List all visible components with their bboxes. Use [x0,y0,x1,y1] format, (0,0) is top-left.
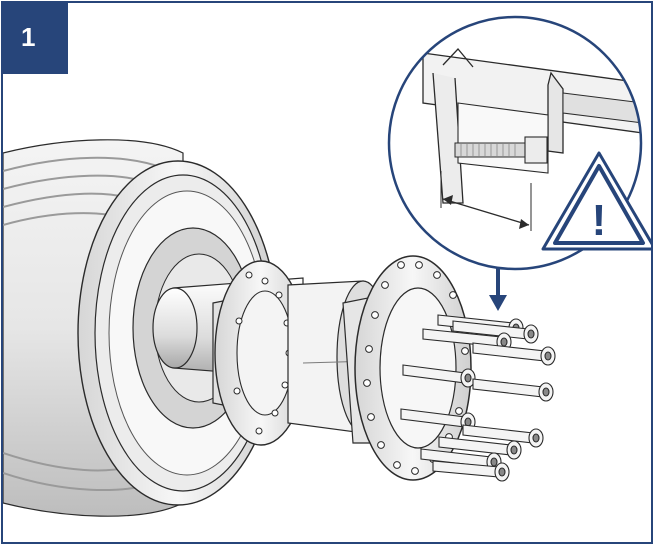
bolt [472,342,556,366]
bolt [472,378,554,402]
pointer-arrow-icon [489,265,507,311]
bolt [462,424,544,448]
bolt [452,320,539,344]
warning-triangle-icon: ! [541,151,651,251]
step-number-badge: 1 [3,3,68,74]
bolt [438,436,522,460]
bolt [402,364,476,388]
bolt [420,448,502,472]
caliper-icon [422,48,641,231]
inner-clamping-ring [212,260,308,446]
step-number: 1 [21,22,36,52]
socket-head-bolts [400,314,556,482]
warning-exclamation: ! [592,196,607,245]
bolt [432,460,510,482]
assembly-illustration: ! [3,15,651,517]
